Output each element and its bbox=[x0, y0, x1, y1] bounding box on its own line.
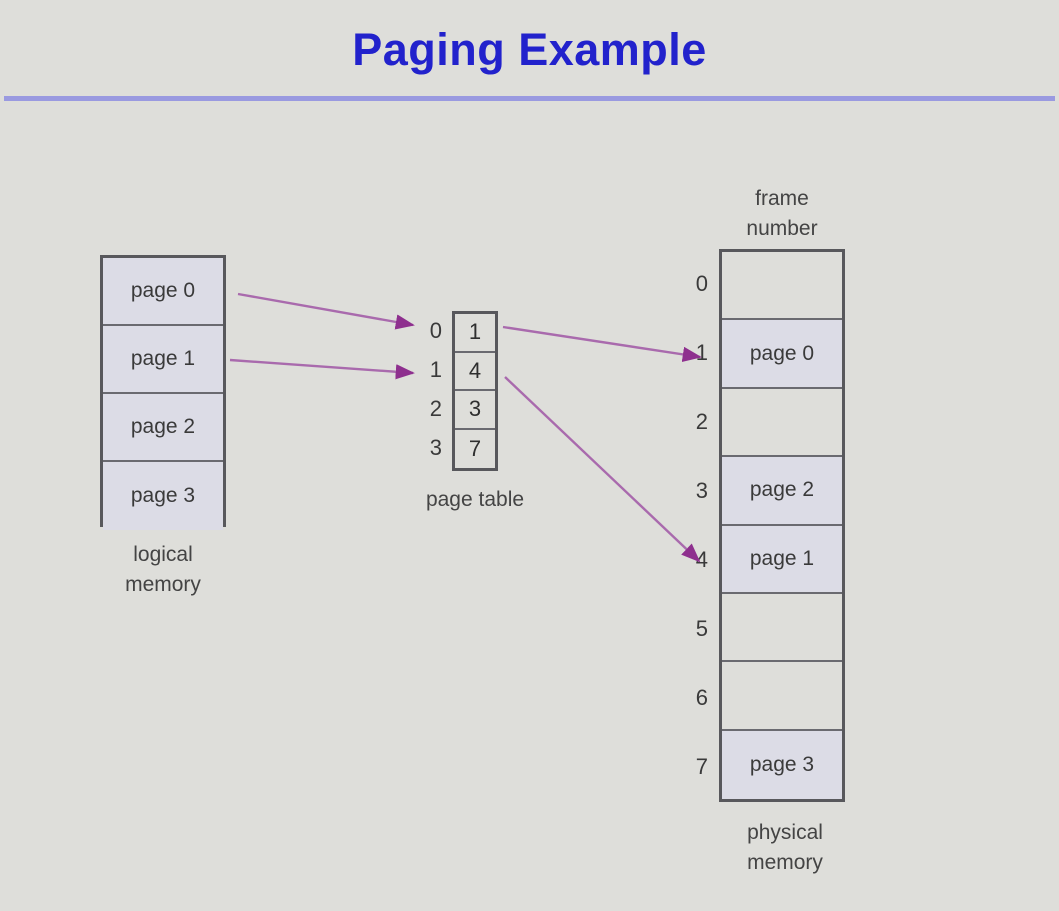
physical-memory-frame: page 0 bbox=[722, 320, 842, 389]
physical-memory-frame bbox=[722, 388, 842, 458]
frame-index: 0 bbox=[695, 270, 708, 296]
logical-memory-cell: page 2 bbox=[103, 394, 223, 462]
logical-memory-cell: page 3 bbox=[103, 462, 223, 530]
logical-memory-cell: page 0 bbox=[103, 258, 223, 326]
page-table-index: 1 bbox=[429, 356, 442, 382]
arrow-page0-to-pte0 bbox=[237, 292, 415, 330]
physical-memory-frame: page 1 bbox=[722, 525, 842, 594]
page-table-entry: 7 bbox=[468, 435, 482, 461]
physical-memory-frame: page 2 bbox=[722, 457, 842, 526]
logical-memory-table: page 0 page 1 page 2 page 3 bbox=[100, 255, 226, 530]
page-table-entry: 4 bbox=[455, 353, 495, 391]
physical-memory-table: page 0 page 2 page 1 page 3 bbox=[719, 249, 845, 802]
page-table: 1 4 3 7 bbox=[452, 311, 498, 471]
page-table-entry: 1 bbox=[455, 314, 495, 353]
frame-index: 4 bbox=[695, 546, 708, 572]
frame-index: 5 bbox=[695, 616, 708, 642]
page-table-index: 0 bbox=[429, 317, 442, 343]
title-divider bbox=[4, 96, 1055, 101]
frame-number-header: frame number bbox=[746, 187, 818, 240]
arrow-pte1-to-frame4 bbox=[504, 376, 701, 563]
page-table-entry: 3 bbox=[455, 391, 495, 430]
frame-index-column: 0 1 2 3 4 5 6 7 bbox=[678, 249, 708, 802]
frame-index: 3 bbox=[695, 477, 708, 503]
logical-memory-cell: page 1 bbox=[103, 326, 223, 394]
frame-index: 2 bbox=[695, 408, 708, 434]
logical-memory-caption: logical memory bbox=[125, 543, 201, 596]
page-table-caption: page table bbox=[425, 488, 525, 511]
page-table-index-column: 0 1 2 3 bbox=[410, 311, 442, 467]
physical-memory-frame bbox=[722, 252, 842, 321]
physical-memory-frame bbox=[722, 662, 842, 731]
page-table-index: 3 bbox=[429, 434, 442, 460]
physical-memory-frame: page 3 bbox=[722, 730, 842, 800]
physical-memory-frame bbox=[722, 593, 842, 663]
arrow-pte0-to-frame1 bbox=[502, 325, 702, 362]
physical-memory-caption: physical memory bbox=[747, 821, 823, 874]
frame-index: 1 bbox=[695, 339, 708, 365]
page-title: Paging Example bbox=[352, 24, 707, 75]
frame-index: 6 bbox=[695, 685, 708, 711]
arrow-page1-to-pte1 bbox=[229, 358, 415, 380]
frame-index: 7 bbox=[695, 754, 708, 780]
page-table-index: 2 bbox=[429, 395, 442, 421]
